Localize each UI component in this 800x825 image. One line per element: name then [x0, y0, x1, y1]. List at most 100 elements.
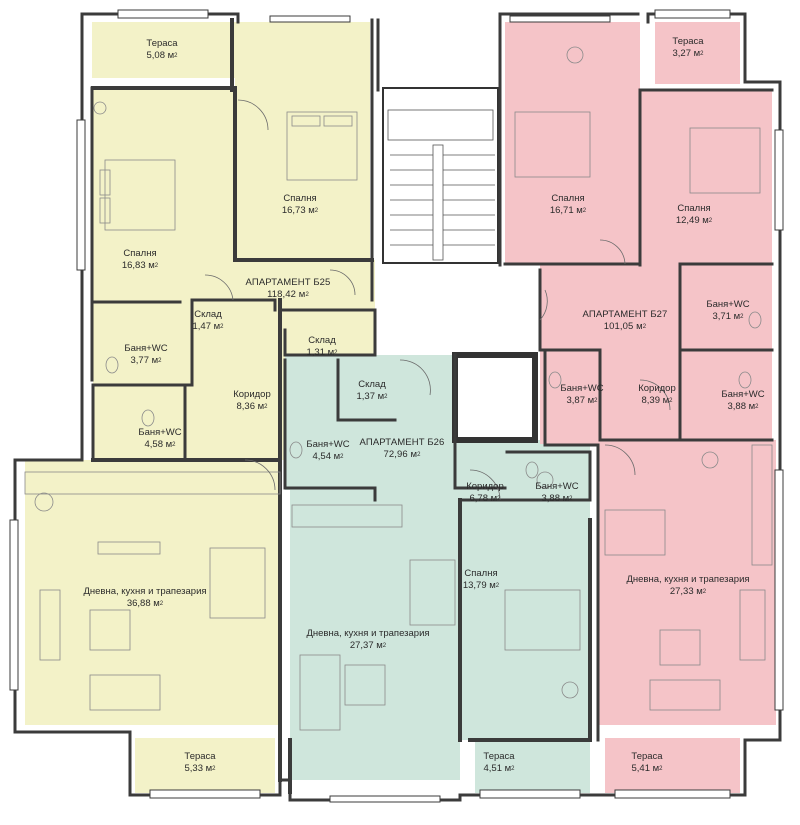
area-value: 13,79 — [462, 580, 487, 591]
pillow — [323, 115, 353, 127]
area-unit: м — [374, 391, 385, 402]
area-value: 6,78 — [469, 493, 488, 504]
room-area: 3,88 м2 — [535, 493, 578, 505]
room-name: Баня+WC — [138, 427, 182, 438]
room-area: 1,37 м2 — [356, 391, 387, 403]
room-area: 27,33 м2 — [626, 586, 749, 598]
area-unit-sup: 2 — [174, 53, 178, 59]
area-unit: м — [487, 493, 498, 504]
area-unit-sup: 2 — [511, 766, 515, 772]
area-unit-sup: 2 — [740, 314, 744, 320]
apartment-area: 101,05 м2 — [583, 321, 668, 333]
area-unit-sup: 2 — [702, 589, 707, 595]
area-value: 5,41 — [631, 763, 650, 774]
area-unit-sup: 2 — [159, 601, 164, 607]
room-name: Коридор — [638, 383, 676, 394]
apartment-area: 118,42 м2 — [246, 289, 331, 301]
bed — [286, 111, 358, 181]
area-unit: м — [636, 321, 643, 332]
area-unit: м — [659, 395, 670, 406]
area-unit-sup: 2 — [495, 583, 500, 589]
window — [774, 469, 784, 711]
door-swing — [329, 269, 356, 296]
area-unit: м — [324, 347, 335, 358]
area-unit: м — [501, 763, 512, 774]
apartment-name: АПАРТАМЕНТ Б27 — [582, 309, 668, 320]
pillow — [99, 197, 111, 224]
area-value: 72,96 — [383, 449, 408, 460]
room-area: 3,87 м2 — [560, 395, 603, 407]
room-area: 5,08 м2 — [146, 50, 177, 62]
door-swing — [639, 379, 671, 411]
wall-segment — [503, 88, 774, 267]
room-name: Склад — [308, 335, 336, 346]
b26-fill-terrace — [475, 738, 590, 793]
window — [654, 9, 731, 19]
sofa — [299, 654, 341, 731]
area-value: 1,31 — [306, 347, 325, 358]
room-area: 6,78 м2 — [466, 493, 504, 505]
area-unit: м — [145, 260, 155, 271]
wall-segment — [336, 358, 592, 502]
area-value: 16,83 — [121, 260, 146, 271]
b27-fill-terrace-top — [655, 22, 740, 84]
area-unit: м — [486, 580, 496, 591]
area-value: 8,39 — [641, 395, 660, 406]
window — [9, 519, 19, 691]
area-value: 16,71 — [549, 205, 574, 216]
b27-fill-bedroom-2 — [640, 90, 772, 270]
area-unit: м — [584, 395, 595, 406]
area-value: 4,54 — [312, 451, 331, 462]
area-unit: м — [699, 215, 709, 226]
door-swing — [469, 469, 501, 501]
door-swing — [204, 274, 234, 301]
room-area: 3,71 м2 — [706, 311, 749, 323]
door-swing — [539, 289, 548, 321]
room-area: 36,88 м2 — [83, 598, 206, 610]
b25-fill-terrace-bottom — [135, 738, 275, 793]
area-value: 101,05 — [603, 321, 634, 332]
coffee-table — [659, 629, 701, 666]
area-value: 3,87 — [566, 395, 585, 406]
furniture — [24, 46, 773, 731]
room-area: 3,27 м2 — [672, 48, 703, 60]
b27-fill-living — [598, 440, 776, 725]
plant — [561, 681, 579, 699]
landing — [387, 109, 494, 141]
area-value: 4,58 — [144, 439, 163, 450]
area-unit: м — [162, 439, 173, 450]
room-name: Тераса — [672, 36, 704, 47]
area-unit-sup: 2 — [582, 208, 587, 214]
room-area: 4,54 м2 — [306, 451, 349, 463]
area-unit-sup: 2 — [417, 452, 421, 458]
sink — [34, 492, 54, 512]
room-area: 3,88 м2 — [721, 401, 764, 413]
area-unit-sup: 2 — [212, 766, 216, 772]
area-unit-sup: 2 — [708, 218, 713, 224]
area-unit-sup: 2 — [384, 394, 388, 400]
area-unit-sup: 2 — [569, 496, 573, 502]
room-name: Тераса — [483, 751, 515, 762]
area-unit-sup: 2 — [305, 292, 309, 298]
area-unit: м — [330, 451, 341, 462]
room-area: 8,39 м2 — [638, 395, 676, 407]
area-unit-sup: 2 — [172, 442, 176, 448]
area-unit: м — [254, 401, 265, 412]
wall-segment — [458, 498, 592, 742]
area-unit: м — [573, 205, 583, 216]
room-name: Баня+WC — [124, 343, 168, 354]
window — [76, 119, 86, 271]
toilet — [525, 461, 539, 479]
sofa — [39, 589, 61, 661]
b25-fill-living — [25, 460, 280, 725]
room-name: Тераса — [184, 751, 216, 762]
table — [604, 509, 666, 556]
toilet — [289, 441, 303, 459]
apartment-b27-area — [505, 22, 776, 793]
window — [509, 15, 611, 23]
wall-segment — [278, 308, 377, 357]
